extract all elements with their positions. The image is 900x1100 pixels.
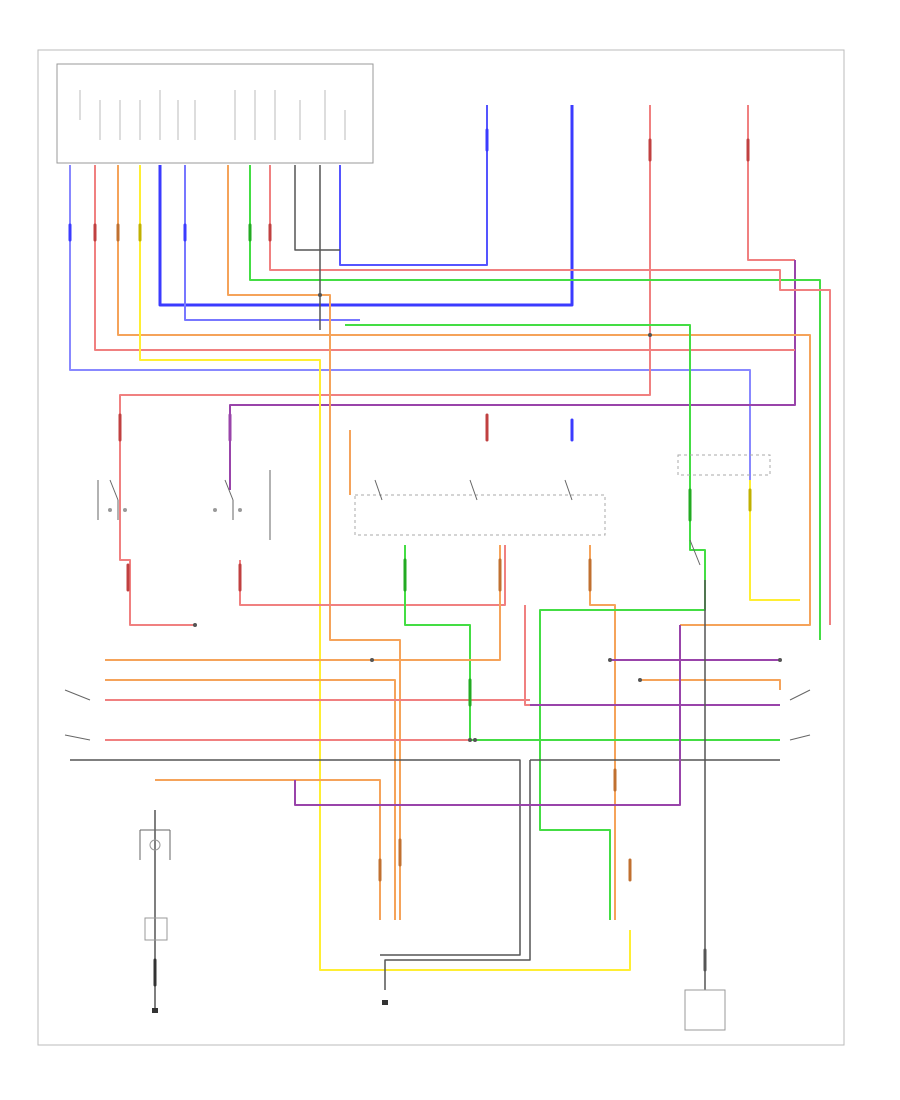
wire-orange-pin3 — [117, 165, 811, 626]
right-headlight-switch — [213, 470, 271, 540]
wire-orange-h1 — [105, 545, 501, 661]
wire-green-2 — [345, 324, 691, 480]
wire-violet-main — [229, 260, 796, 490]
wire-red-pin2 — [94, 165, 795, 351]
junction-dots — [193, 293, 782, 742]
wire-orange-h6 — [640, 679, 781, 690]
wire-orange-out — [589, 545, 616, 920]
turn-signal-switch-left — [64, 689, 91, 741]
left-headlight-switch — [97, 479, 127, 520]
wire-red-pin9 — [269, 165, 831, 320]
wire-yellow-relay — [749, 480, 800, 601]
wire-red-dim — [239, 545, 506, 606]
wire-yellow-pin4 — [139, 165, 631, 971]
wire-red-hot2 — [747, 105, 795, 261]
wire-violet-lower — [294, 625, 681, 806]
control-module-pins — [79, 90, 346, 140]
wire-blue-run — [158, 105, 574, 307]
wire-red-hot1 — [119, 105, 651, 626]
dimmer-relay-box — [354, 494, 606, 536]
dimmer-relay-contacts — [374, 479, 573, 501]
passing-relay-box — [677, 454, 771, 476]
wire-orange-lower — [155, 779, 381, 920]
diagram-frame — [37, 49, 845, 1046]
generator-box — [684, 989, 726, 1031]
connector-markers — [68, 128, 752, 987]
wire-orange-h2 — [105, 679, 396, 920]
bulb-indicator — [139, 829, 171, 860]
wire-orange-pin7 — [227, 165, 401, 920]
passing-relay-contact — [689, 539, 701, 566]
ground-symbols — [152, 1000, 388, 1013]
wire-green-pin8 — [249, 165, 821, 640]
turn-signal-indicator-box — [144, 917, 168, 941]
turn-signal-switch-right — [789, 689, 811, 741]
wire-gray-h5b — [384, 760, 531, 990]
wire-lightblue — [69, 165, 751, 480]
wire-green-pass — [404, 545, 471, 740]
control-module-box — [56, 63, 374, 164]
wire-gray-pin10 — [294, 165, 340, 251]
wire-gray-h5 — [70, 759, 521, 956]
wire-red-right2 — [524, 605, 780, 706]
wire-blue-pin6 — [184, 165, 360, 321]
wire-green-relay — [539, 480, 706, 920]
wire-blue-start — [339, 105, 488, 266]
